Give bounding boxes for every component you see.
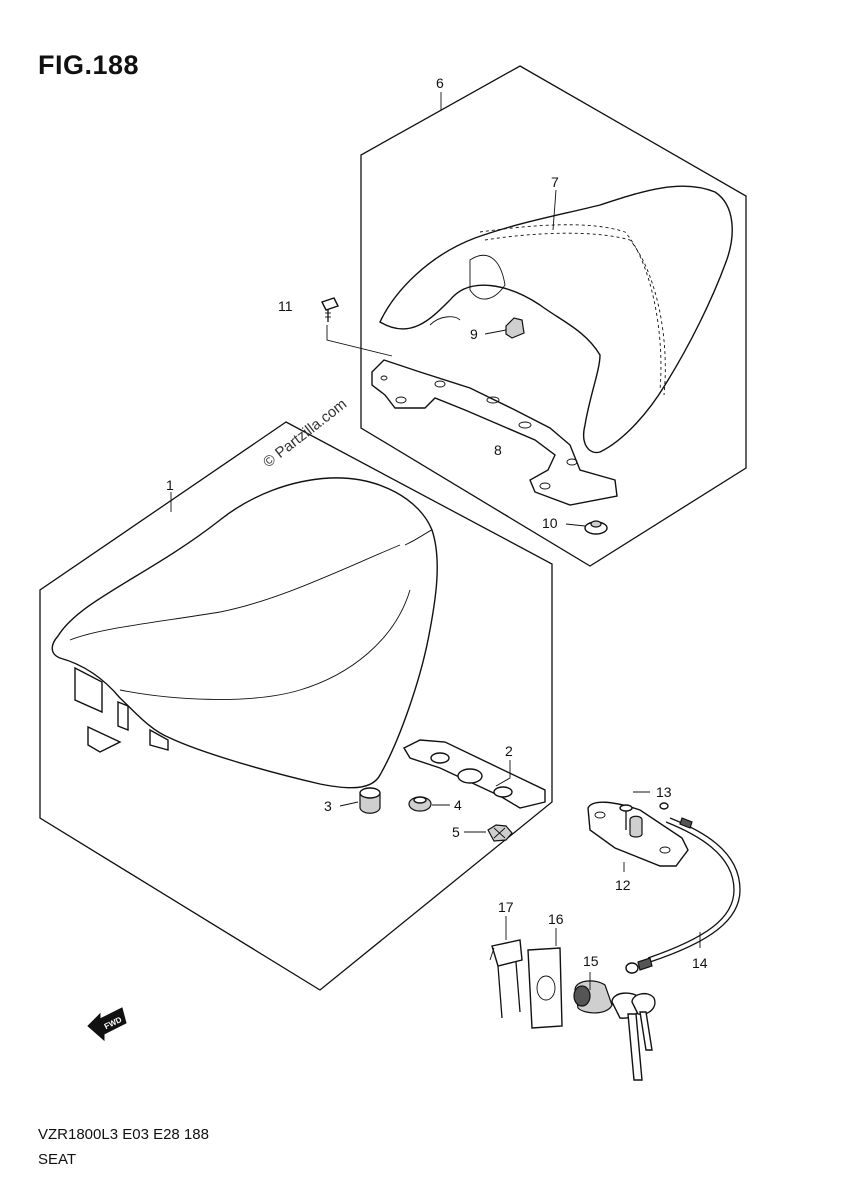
callout-3: 3 [324, 798, 332, 814]
callout-2: 2 [505, 743, 513, 759]
seat-lock-cable [625, 802, 741, 974]
callout-12: 12 [615, 877, 631, 893]
seat-lock-cylinder [573, 980, 613, 1014]
seat-lock-housing [587, 801, 689, 867]
seat-lock-screw [619, 804, 633, 830]
callout-7: 7 [551, 174, 559, 190]
model-code: VZR1800L3 E03 E28 188 [38, 1126, 209, 1143]
callout-6: 6 [436, 75, 444, 91]
callout-15: 15 [583, 953, 599, 969]
rear-seat-cushion [379, 185, 733, 454]
callout-8: 8 [494, 442, 502, 458]
front-seat-mount-tabs [74, 666, 169, 753]
rear-seat-assembly-outline [360, 65, 747, 567]
callout-1: 1 [166, 477, 174, 493]
callout-16: 16 [548, 911, 564, 927]
callouts: 1 2 3 4 5 6 7 8 9 10 11 12 13 14 15 16 1… [166, 75, 708, 971]
section-name: SEAT [38, 1151, 77, 1168]
lock-cover-plate [527, 947, 563, 1029]
callout-11: 11 [278, 298, 293, 314]
front-seat-damper-3 [359, 787, 381, 814]
lock-spring-clip [489, 939, 523, 1019]
rear-seat-bolt [321, 297, 339, 322]
leader-lines [170, 92, 701, 990]
rear-seat-nut-9 [505, 317, 525, 339]
callout-17: 17 [498, 899, 514, 915]
callout-9: 9 [470, 326, 478, 342]
callout-10: 10 [542, 515, 558, 531]
callout-13: 13 [656, 784, 672, 800]
rear-seat-cushion-10 [584, 520, 608, 535]
seat-lock-keys [611, 992, 656, 1081]
front-seat-nut-5 [487, 824, 513, 842]
front-seat-washer-4 [408, 796, 432, 812]
callout-4: 4 [454, 797, 462, 813]
callout-14: 14 [692, 955, 708, 971]
watermark: © Partzilla.com [260, 396, 350, 472]
fwd-arrow-icon: FWD [87, 1007, 127, 1042]
front-seat-plate [403, 739, 546, 809]
callout-5: 5 [452, 824, 460, 840]
figure-title: FIG.188 [38, 50, 140, 80]
front-seat-assembly-outline [39, 421, 553, 991]
rear-seat-bracket [371, 359, 618, 506]
front-seat-cushion [51, 477, 438, 789]
